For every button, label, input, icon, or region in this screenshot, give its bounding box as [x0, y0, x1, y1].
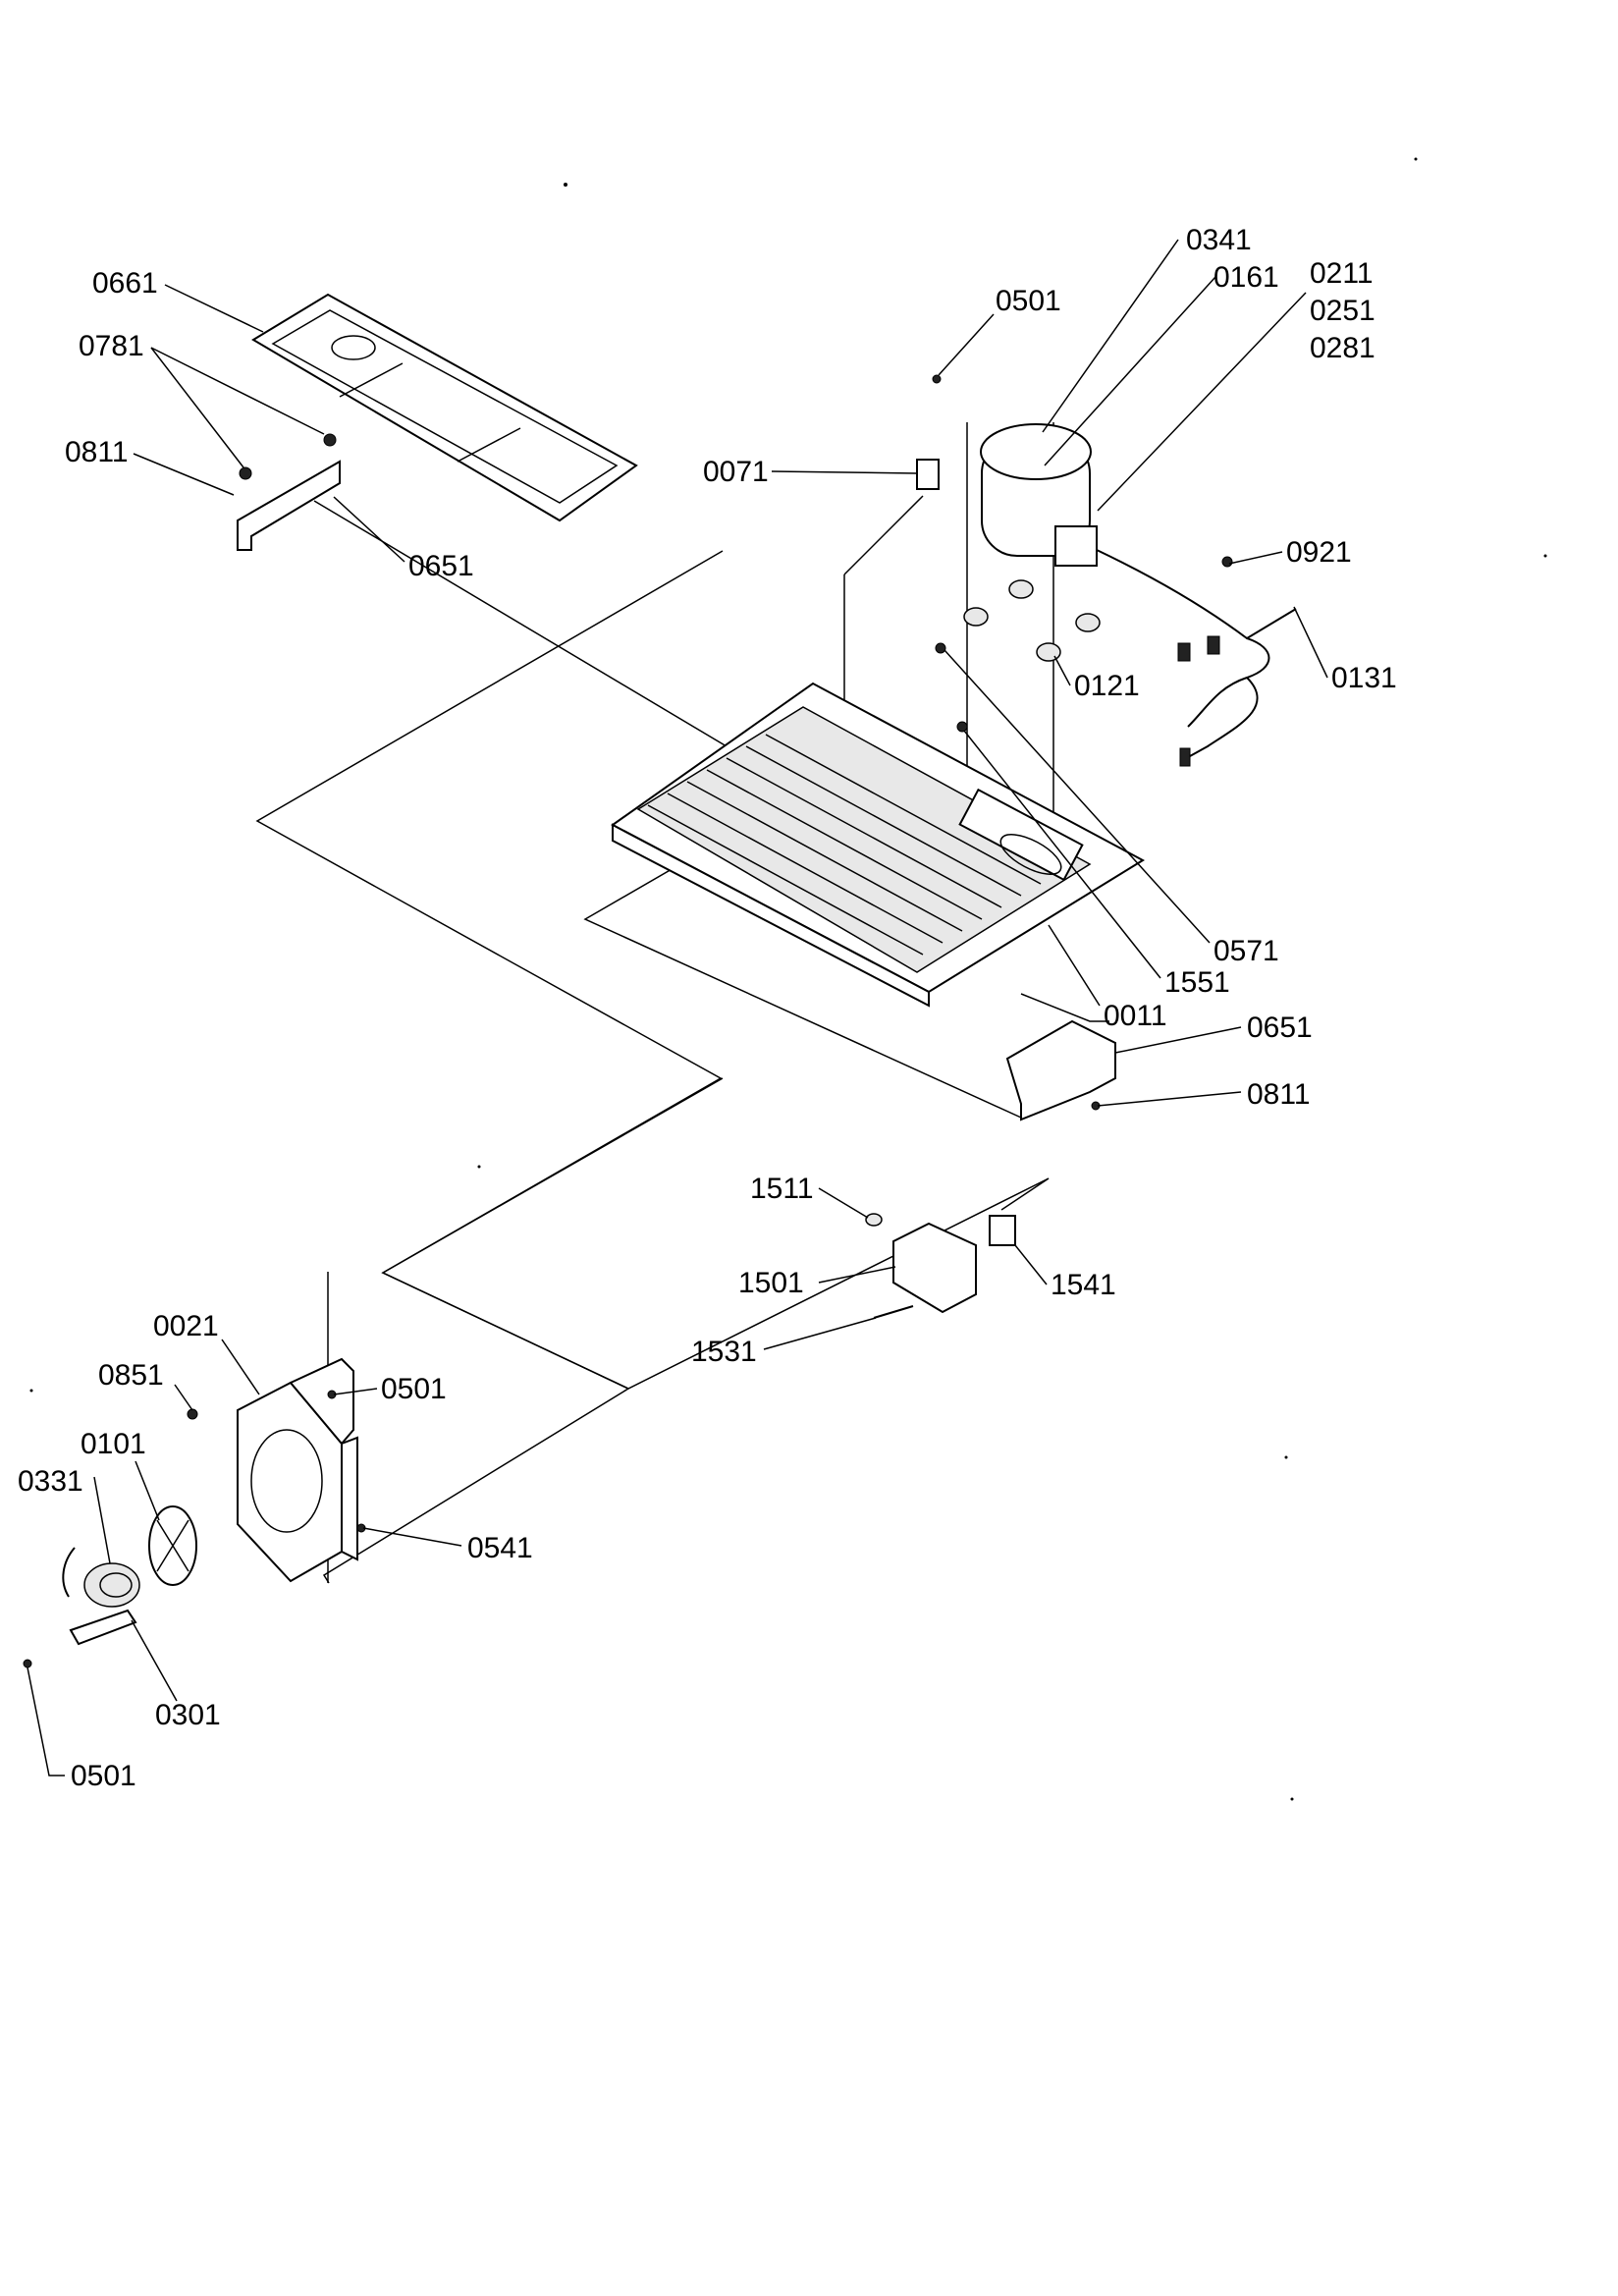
screw-0501-bottom	[23, 1659, 32, 1668]
outline-mid-region	[583, 867, 1022, 1119]
screw-0851	[187, 1408, 198, 1420]
fan-motor-body	[83, 1562, 140, 1608]
callout-0571: 0571	[1214, 935, 1279, 967]
callout-0501-fan: 0501	[381, 1373, 447, 1405]
left-bracket	[237, 460, 341, 551]
wiring-harness-2	[1189, 608, 1297, 757]
base-plate-hole	[999, 834, 1062, 875]
base-plate-right	[958, 788, 1084, 882]
screw-0921	[1221, 556, 1233, 568]
assembly-outline-lines	[255, 422, 1109, 1584]
tray-rib-1	[339, 362, 404, 398]
callout-0811-left: 0811	[65, 436, 129, 468]
switch-1541	[989, 1215, 1016, 1246]
callout-labels: 0661 0781 0811 0651 0501 0071 0341 0161 …	[18, 224, 1397, 1792]
screw-1531	[873, 1305, 914, 1319]
screw-1551	[956, 721, 968, 733]
harness-plug-2	[1207, 635, 1220, 655]
screw-0571	[935, 642, 946, 654]
compressor-assembly	[916, 374, 1297, 767]
callout-0121: 0121	[1074, 670, 1140, 702]
switch-bracket	[892, 1222, 977, 1314]
callout-0101: 0101	[81, 1428, 146, 1460]
condenser-fins	[647, 734, 1042, 956]
callout-0661: 0661	[92, 267, 158, 300]
top-tray-assembly	[237, 293, 638, 551]
screw-0501-top	[932, 374, 942, 384]
grommet-3	[1036, 642, 1061, 662]
callout-0021: 0021	[153, 1310, 219, 1342]
fan-blade-vane-2	[156, 1519, 189, 1572]
callout-0921: 0921	[1286, 536, 1352, 569]
callout-0851: 0851	[98, 1359, 164, 1392]
callout-0651-left: 0651	[408, 550, 474, 582]
relay-box	[1054, 525, 1098, 567]
tray-drain-hole	[331, 335, 376, 360]
callout-1551: 1551	[1164, 966, 1230, 999]
callout-0211: 0211	[1310, 257, 1374, 290]
callout-1511: 1511	[750, 1173, 814, 1205]
outline-fan-region	[1000, 1177, 1050, 1211]
callout-1541: 1541	[1051, 1269, 1116, 1301]
harness-plug-1	[1177, 642, 1191, 662]
motor-mount-clip-0331	[62, 1547, 76, 1598]
tray-rib-2	[457, 427, 521, 463]
right-bracket	[1005, 1019, 1116, 1121]
fan-shroud-flange	[341, 1436, 358, 1561]
clip-0071	[916, 459, 940, 490]
condenser-base-assembly	[611, 682, 1146, 1008]
compressor-dome	[980, 423, 1092, 480]
base-pan-side	[612, 823, 930, 1008]
top-tray-inner	[271, 309, 619, 504]
callout-0501-bottom: 0501	[71, 1760, 136, 1792]
callout-1531: 1531	[691, 1336, 757, 1368]
scan-specks	[29, 157, 1547, 1801]
compressor-drop-line-2	[843, 495, 924, 575]
callout-0161: 0161	[1214, 261, 1279, 294]
top-tray	[251, 293, 638, 522]
condenser-coil-top	[636, 706, 1092, 973]
callout-0651-right: 0651	[1247, 1011, 1313, 1044]
connect-plate-to-base	[313, 500, 728, 747]
callout-0541: 0541	[467, 1532, 533, 1564]
callout-0301: 0301	[155, 1699, 221, 1731]
fan-shroud-side	[289, 1357, 354, 1446]
harness-plug-3	[1179, 747, 1191, 767]
fan-motor-face	[99, 1572, 133, 1598]
screw-0781-b	[323, 433, 337, 447]
outline-right-bracket	[1020, 993, 1109, 1022]
grommet-2	[1008, 579, 1034, 599]
callout-0811-right: 0811	[1247, 1078, 1311, 1111]
grommet-1	[963, 607, 989, 627]
screw-0781-a	[239, 466, 252, 480]
callout-0281: 0281	[1310, 332, 1375, 364]
leader-lines	[27, 239, 1328, 1777]
wiring-harness	[1096, 549, 1270, 728]
fan-shroud-assembly	[187, 1357, 366, 1583]
callout-0071: 0071	[703, 456, 769, 488]
switch-1511	[865, 1213, 883, 1227]
callout-0781: 0781	[79, 330, 144, 362]
callout-0011: 0011	[1104, 1000, 1167, 1032]
fan-shroud-opening	[250, 1429, 323, 1533]
outline-lower-region	[381, 1077, 724, 1390]
grommet-4	[1075, 613, 1101, 632]
switch-bracket-assembly	[865, 1213, 1016, 1319]
right-bracket-assembly	[1005, 1019, 1116, 1121]
callout-0131: 0131	[1331, 662, 1397, 694]
motor-bracket-0301	[69, 1609, 137, 1646]
fan-motor-assembly	[23, 1505, 197, 1668]
callout-0341: 0341	[1186, 224, 1252, 256]
callout-1501: 1501	[738, 1267, 804, 1299]
callout-0331: 0331	[18, 1465, 83, 1498]
callout-0501-top: 0501	[996, 285, 1061, 317]
callout-0251: 0251	[1310, 295, 1375, 327]
